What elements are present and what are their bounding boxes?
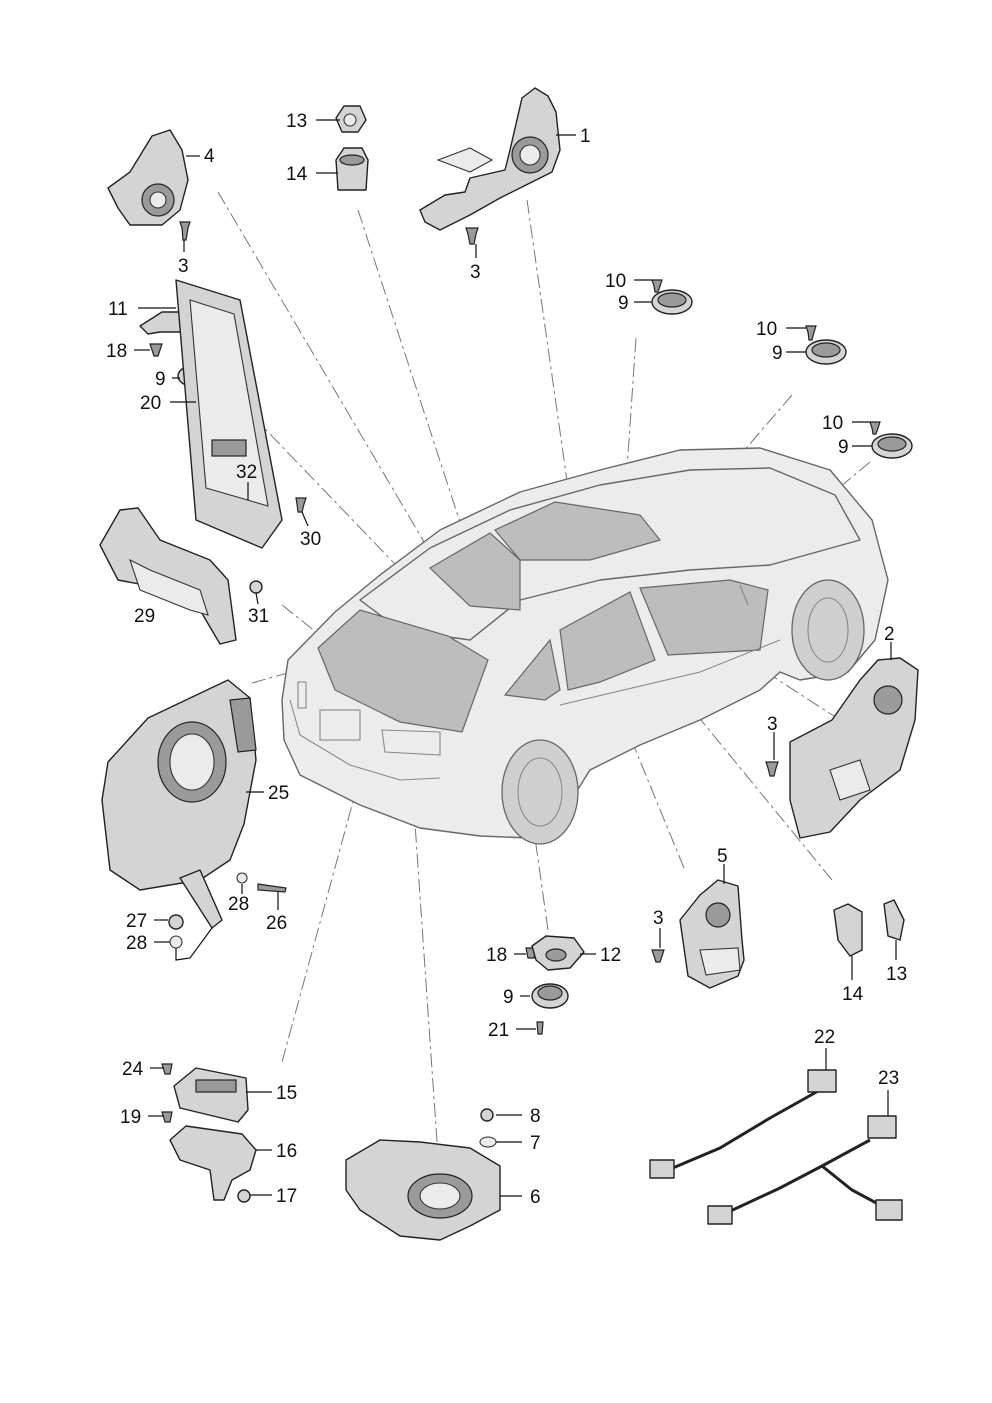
callout-22: 22 xyxy=(814,1027,835,1048)
part-25-subwoofer-enclosure xyxy=(101,679,257,929)
callout-19: 19 xyxy=(120,1107,141,1128)
callout-10: 10 xyxy=(756,319,777,340)
callout-1: 1 xyxy=(580,126,591,147)
leader-lines xyxy=(134,119,897,1197)
callout-9: 9 xyxy=(772,343,783,364)
part-2-door-speaker-housing xyxy=(789,657,919,839)
part-8-nut xyxy=(480,1108,494,1122)
part-29-mounting-frame xyxy=(99,507,237,645)
callout-30: 30 xyxy=(300,529,321,550)
callout-9: 9 xyxy=(503,987,514,1008)
callout-6: 6 xyxy=(530,1187,541,1208)
callout-23: 23 xyxy=(878,1068,899,1089)
callout-3: 3 xyxy=(767,714,778,735)
callout-17: 17 xyxy=(276,1186,297,1207)
callout-5: 5 xyxy=(717,846,728,867)
callout-16: 16 xyxy=(276,1141,297,1162)
callout-numbers: 1 2 3 3 3 3 4 5 6 7 8 9 9 9 9 9 10 10 10… xyxy=(106,111,907,1208)
part-22-wiring-harness xyxy=(649,1069,837,1179)
part-13-tweeter xyxy=(335,105,367,133)
part-14-speaker-insert-right xyxy=(833,903,863,957)
callout-12: 12 xyxy=(600,945,621,966)
callout-8: 8 xyxy=(530,1106,541,1127)
tail-light xyxy=(381,729,441,756)
part-23-wiring-harness xyxy=(707,1115,903,1225)
washers xyxy=(168,872,248,949)
callout-29: 29 xyxy=(134,606,155,627)
callout-13: 13 xyxy=(886,964,907,985)
callout-13: 13 xyxy=(286,111,307,132)
callout-4: 4 xyxy=(204,146,215,167)
callout-18: 18 xyxy=(106,341,127,362)
vehicle-illustration xyxy=(281,447,889,845)
callout-10: 10 xyxy=(822,413,843,434)
callout-11: 11 xyxy=(108,299,128,320)
callout-31: 31 xyxy=(248,606,269,627)
callout-32: 32 xyxy=(236,462,257,483)
callout-20: 20 xyxy=(140,393,161,414)
callout-2: 2 xyxy=(884,624,895,645)
callout-21: 21 xyxy=(488,1020,509,1041)
rear-plate-recess xyxy=(319,709,361,741)
callout-3: 3 xyxy=(178,256,189,277)
callout-9: 9 xyxy=(618,293,629,314)
callout-28: 28 xyxy=(228,894,249,915)
part-31-nut xyxy=(249,580,263,594)
part-32-amplifier-module xyxy=(175,279,283,549)
part-16-bracket xyxy=(169,1125,257,1201)
part-7-washer xyxy=(479,1136,497,1148)
callout-14: 14 xyxy=(286,164,308,185)
part-17-nut xyxy=(237,1189,251,1203)
part-1-door-speaker-housing xyxy=(419,87,561,231)
part-6-subwoofer xyxy=(345,1139,501,1241)
part-13-tweeter-right xyxy=(883,899,905,941)
callout-25: 25 xyxy=(268,783,289,804)
callout-9: 9 xyxy=(838,437,849,458)
rear-wheel xyxy=(501,739,579,845)
callout-18: 18 xyxy=(486,945,507,966)
part-14-speaker-insert xyxy=(335,147,369,191)
side-window-front xyxy=(639,579,769,656)
callout-10: 10 xyxy=(605,271,626,292)
callout-27: 27 xyxy=(126,911,147,932)
part-12-tweeter-bracket xyxy=(531,935,585,971)
callout-3: 3 xyxy=(470,262,481,283)
part-15-control-unit xyxy=(173,1067,249,1123)
side-window-middle xyxy=(559,591,656,691)
callout-3: 3 xyxy=(653,908,664,929)
callout-15: 15 xyxy=(276,1083,297,1104)
callout-7: 7 xyxy=(530,1133,541,1154)
part-5-speaker-housing xyxy=(679,879,745,989)
part-9-speaker-covers xyxy=(177,289,913,1009)
part-4-rear-speaker-housing xyxy=(107,129,189,226)
callout-9: 9 xyxy=(155,369,166,390)
sunroof-rear xyxy=(429,532,521,611)
rear-window xyxy=(317,609,489,733)
front-wheel xyxy=(791,579,865,681)
side-window-rear xyxy=(503,638,561,701)
callout-28: 28 xyxy=(126,933,147,954)
callout-14: 14 xyxy=(842,984,864,1005)
callout-24: 24 xyxy=(122,1059,144,1080)
callout-26: 26 xyxy=(266,913,287,934)
